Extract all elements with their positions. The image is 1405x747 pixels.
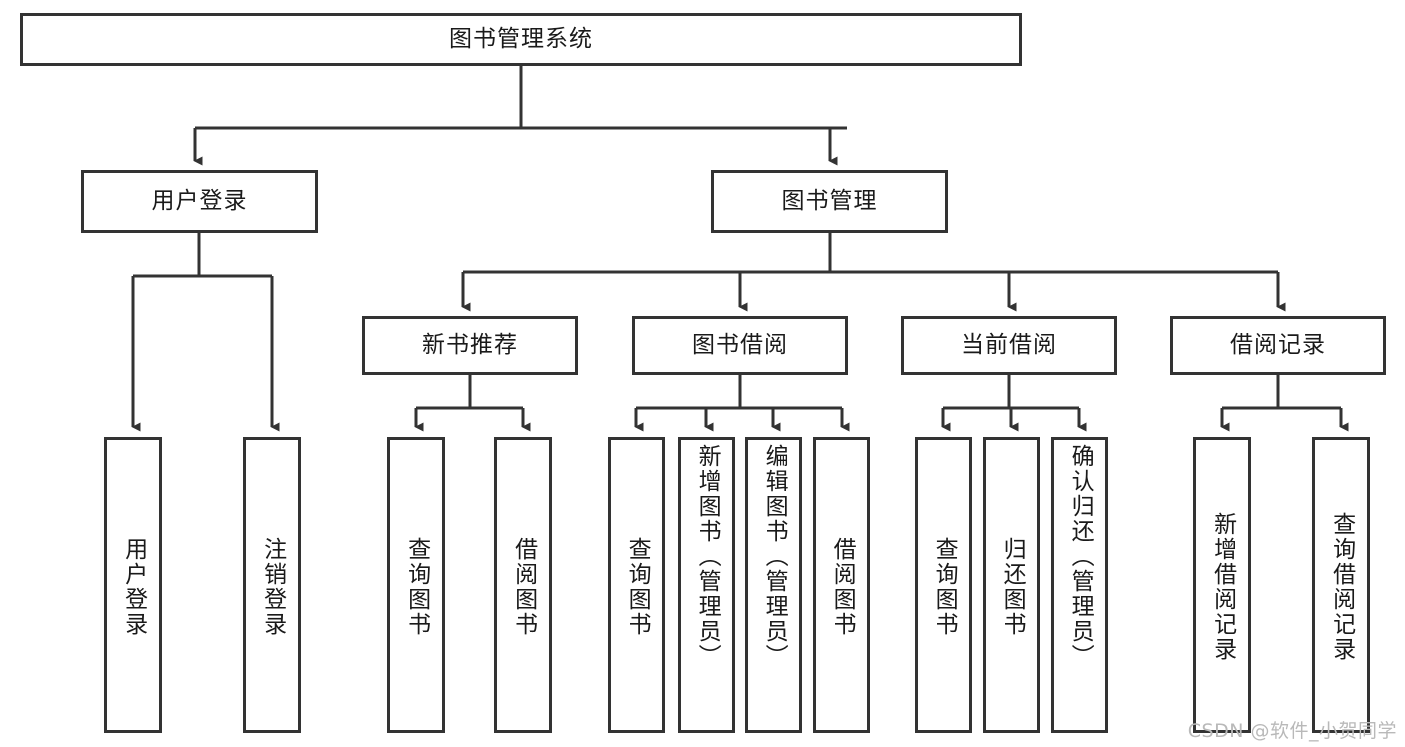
node-book-borrow[interactable]: 图书借阅 [632,316,848,375]
leaf-return-book-label: 归还图书 [999,537,1026,637]
leaf-add-record-label: 新增借阅记录 [1209,512,1236,662]
leaf-edit-book-label: 编辑图书（管理员） [761,444,788,669]
leaf-add-book[interactable]: 新增图书（管理员） [678,437,735,733]
node-new-book-recommend-label: 新书推荐 [422,331,518,358]
leaf-query-book-2[interactable]: 查询图书 [608,437,665,733]
leaf-borrow-book-1[interactable]: 借阅图书 [494,437,552,733]
node-book-borrow-label: 图书借阅 [692,331,788,358]
leaf-edit-book[interactable]: 编辑图书（管理员） [745,437,802,733]
node-root[interactable]: 图书管理系统 [20,13,1022,66]
node-root-label: 图书管理系统 [449,25,593,52]
leaf-user-login-label: 用户登录 [120,537,147,637]
leaf-logout-login[interactable]: 注销登录 [243,437,301,733]
leaf-return-book[interactable]: 归还图书 [983,437,1040,733]
node-user-login-label: 用户登录 [151,187,248,214]
watermark: CSDN @软件_小贺同学 [1187,720,1397,742]
node-current-borrow-label: 当前借阅 [961,331,1057,358]
leaf-confirm-return-label: 确认归还（管理员） [1067,444,1094,669]
leaf-query-book-1[interactable]: 查询图书 [387,437,445,733]
node-borrow-record-label: 借阅记录 [1230,331,1326,358]
leaf-borrow-book-2-label: 借阅图书 [829,537,856,637]
node-book-management-label: 图书管理 [781,187,878,214]
leaf-borrow-book-1-label: 借阅图书 [510,537,537,637]
node-new-book-recommend[interactable]: 新书推荐 [362,316,578,375]
leaf-query-record[interactable]: 查询借阅记录 [1312,437,1370,733]
leaf-add-record[interactable]: 新增借阅记录 [1193,437,1251,733]
node-book-management[interactable]: 图书管理 [711,170,948,233]
leaf-query-book-3-label: 查询图书 [931,537,958,637]
leaf-borrow-book-2[interactable]: 借阅图书 [813,437,870,733]
leaf-query-book-2-label: 查询图书 [624,537,651,637]
node-user-login[interactable]: 用户登录 [81,170,318,233]
leaf-confirm-return[interactable]: 确认归还（管理员） [1051,437,1108,733]
node-borrow-record[interactable]: 借阅记录 [1170,316,1386,375]
leaf-add-book-label: 新增图书（管理员） [694,444,721,669]
leaf-query-book-3[interactable]: 查询图书 [915,437,972,733]
leaf-query-book-1-label: 查询图书 [403,537,430,637]
leaf-logout-login-label: 注销登录 [259,537,286,637]
leaf-user-login[interactable]: 用户登录 [104,437,162,733]
node-current-borrow[interactable]: 当前借阅 [901,316,1117,375]
leaf-query-record-label: 查询借阅记录 [1328,512,1355,662]
